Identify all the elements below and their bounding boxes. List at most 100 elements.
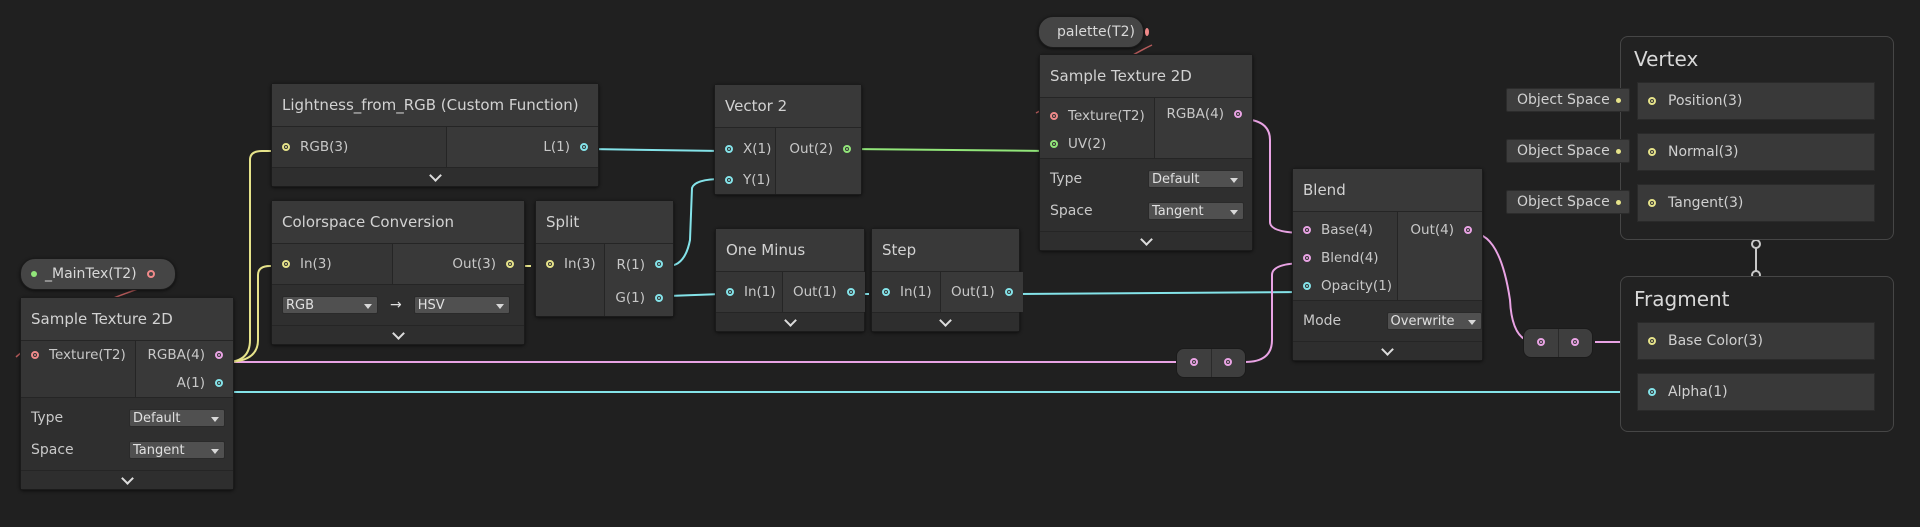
in-input-port[interactable]: In(3) [272,244,392,284]
one-minus-node[interactable]: One Minus In(1) Out(1) [715,228,865,332]
texture-input-port[interactable]: Texture(T2) [1040,102,1154,130]
collapse-button[interactable] [872,312,1019,331]
collapse-button[interactable] [272,167,598,186]
step-node[interactable]: Step In(1) Out(1) [871,228,1023,332]
blend-node[interactable]: Blend Base(4) Blend(4) Opacity(1) Out(4)… [1292,168,1483,361]
port-label: Out(2) [789,141,833,157]
space-dropdown[interactable]: Tangent [129,441,225,459]
split-node[interactable]: Split In(3) R(1) G(1) [535,200,674,317]
port-label: Out(4) [1410,222,1454,238]
g-output-port[interactable]: G(1) [605,284,673,312]
tangent-space-input[interactable]: Object Space [1506,190,1630,214]
blend-input-port[interactable]: Blend(4) [1293,244,1397,272]
out-output-port[interactable]: Out(1) [783,272,865,312]
space-dropdown[interactable]: Tangent [1148,202,1244,220]
normal-space-input[interactable]: Object Space [1506,139,1630,163]
opacity-input-port[interactable]: Opacity(1) [1293,272,1397,300]
uv-input-port[interactable]: UV(2) [1040,130,1154,158]
out-output-port[interactable]: Out(2) [776,128,861,166]
fragment-context: Fragment Base Color(3) Alpha(1) [1620,276,1894,432]
reroute-node[interactable] [1176,348,1246,378]
sample-texture-2d-node[interactable]: Sample Texture 2D Texture(T2) RGBA(4) A(… [20,297,234,490]
vector2-node[interactable]: Vector 2 X(1) Y(1) Out(2) [714,84,862,195]
chevron-down-icon [939,313,952,327]
type-dropdown[interactable]: Default [129,409,225,427]
node-title: Colorspace Conversion [272,201,524,244]
node-title: Sample Texture 2D [21,298,233,341]
collapse-button[interactable] [716,312,864,331]
port-label: Out(1) [793,284,837,300]
port-label: Blend(4) [1321,250,1379,266]
port-label: In(1) [744,284,776,300]
in-input-port[interactable]: In(1) [872,272,940,312]
base-color-block[interactable]: Base Color(3) [1637,322,1875,360]
maintex-property-node[interactable]: _MainTex(T2) [20,258,176,290]
position-space-input[interactable]: Object Space [1506,88,1630,112]
port-label: In(3) [564,256,596,272]
space-label: Space [31,442,74,458]
x-input-port[interactable]: X(1) [715,128,775,166]
port-label: Out(3) [452,256,496,272]
port-label: X(1) [743,141,772,157]
port-label: UV(2) [1068,136,1107,152]
colorspace-conversion-node[interactable]: Colorspace Conversion In(3) Out(3) RGB →… [271,200,525,345]
collapse-button[interactable] [1040,231,1252,250]
collapse-button[interactable] [272,325,524,344]
port-label: In(3) [300,256,332,272]
port-label: RGBA(4) [147,347,205,363]
y-input-port[interactable]: Y(1) [715,166,775,194]
tangent-block[interactable]: Tangent(3) [1637,184,1875,222]
reroute-input-port[interactable] [1189,358,1198,366]
port-label: RGBA(4) [1166,106,1224,122]
normal-block[interactable]: Normal(3) [1637,133,1875,171]
palette-property-node[interactable]: palette(T2) [1038,16,1149,48]
chevron-down-icon [1381,342,1394,356]
lightness-custom-function-node[interactable]: Lightness_from_RGB (Custom Function) RGB… [271,83,599,187]
palette-label: palette(T2) [1057,24,1135,40]
node-title: Step [872,229,1019,272]
from-colorspace-dropdown[interactable]: RGB [282,296,378,314]
in-input-port[interactable]: In(1) [716,272,782,312]
base-input-port[interactable]: Base(4) [1293,216,1397,244]
port-label: Texture(T2) [1068,108,1145,124]
rgba-output-port[interactable]: RGBA(4) [1155,102,1252,126]
position-block[interactable]: Position(3) [1637,82,1875,120]
alpha-output-port[interactable]: A(1) [136,369,233,397]
texture-input-port[interactable]: Texture(T2) [21,341,135,369]
port-label: Out(1) [951,284,995,300]
type-dropdown[interactable]: Default [1148,170,1244,188]
reroute-input-port[interactable] [1536,338,1545,346]
out-output-port[interactable]: Out(3) [393,244,524,284]
rgba-output-port[interactable]: RGBA(4) [136,341,233,369]
rgb-input-port[interactable]: RGB(3) [272,127,446,167]
out-output-port[interactable]: Out(1) [941,272,1023,312]
chevron-down-icon [120,471,134,485]
port-label: RGB(3) [300,139,349,155]
texture-output-port[interactable] [1144,28,1149,36]
block-label: Alpha(1) [1668,384,1728,400]
r-output-port[interactable]: R(1) [605,244,673,284]
collapse-button[interactable] [21,470,233,489]
port-label: R(1) [616,257,645,273]
to-colorspace-dropdown[interactable]: HSV [413,296,510,314]
chevron-down-icon [391,326,405,340]
type-label: Type [1050,171,1083,187]
port-label: L(1) [543,139,570,155]
in-input-port[interactable]: In(3) [536,244,604,284]
reroute-output-port[interactable] [1571,338,1580,346]
sample-texture-2d-palette-node[interactable]: Sample Texture 2D Texture(T2) UV(2) RGBA… [1039,54,1253,251]
reroute-node[interactable] [1523,328,1593,358]
alpha-block[interactable]: Alpha(1) [1637,373,1875,411]
reroute-output-port[interactable] [1224,358,1233,366]
texture-output-port[interactable] [146,270,155,278]
l-output-port[interactable]: L(1) [447,127,598,167]
chevron-down-icon [783,313,797,327]
node-title: Lightness_from_RGB (Custom Function) [272,84,598,127]
out-output-port[interactable]: Out(4) [1398,216,1482,244]
collapse-button[interactable] [1293,341,1482,360]
port-label: In(1) [900,284,932,300]
context-title: Vertex [1634,47,1699,71]
chevron-down-icon [428,168,442,182]
mode-dropdown[interactable]: Overwrite [1386,312,1482,330]
